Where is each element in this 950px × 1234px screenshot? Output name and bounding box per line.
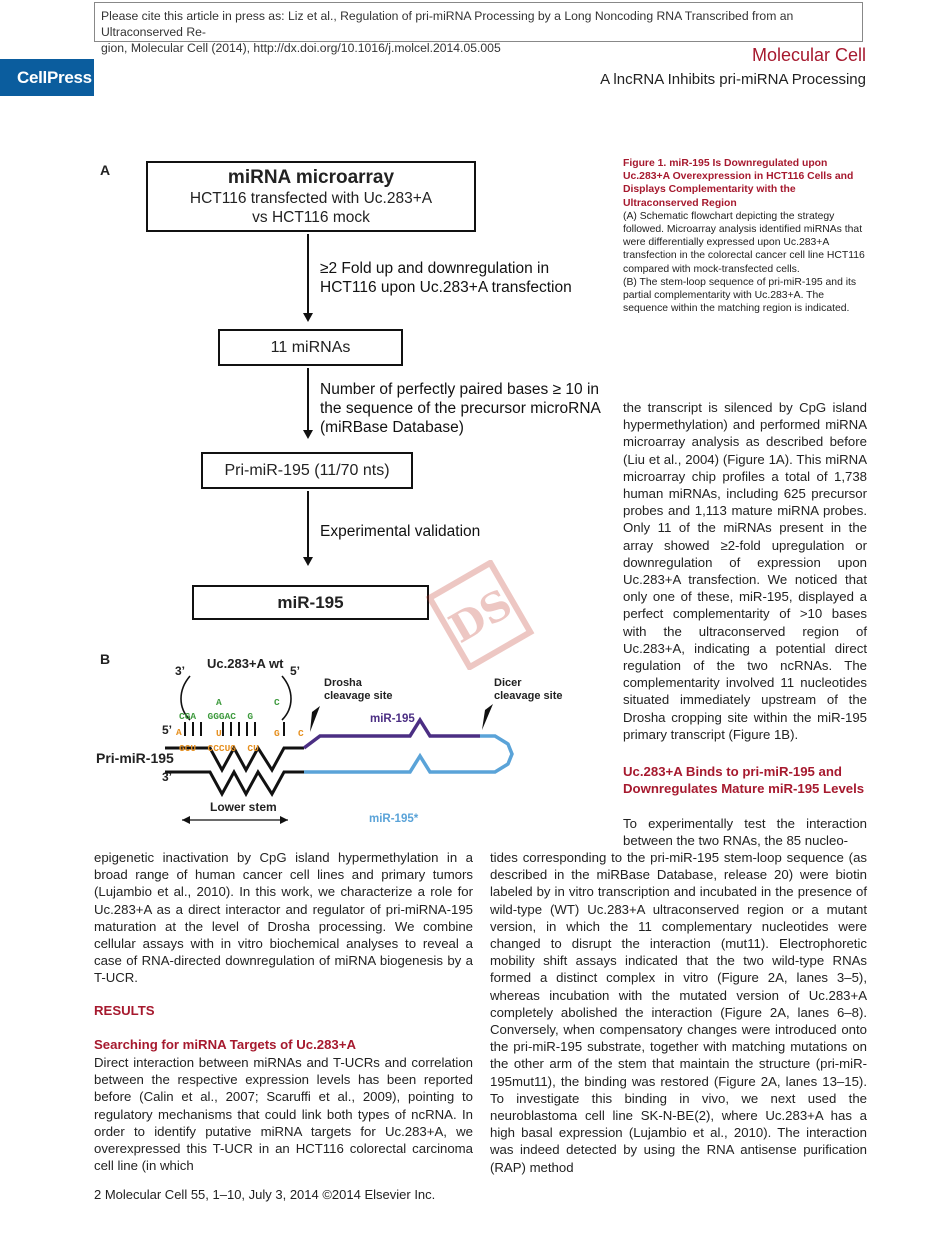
- caption-title: Figure 1. miR-195 Is Downregulated upon …: [623, 158, 854, 209]
- right-column-para-1: the transcript is silenced by CpG island…: [623, 400, 867, 742]
- panel-a-label: A: [100, 162, 111, 178]
- cellpress-logo: CellPress: [0, 59, 94, 96]
- uc-sequence: CGA GGGAC G: [179, 711, 254, 722]
- citation-notice: Please cite this article in press as: Li…: [94, 2, 863, 55]
- step-2-line-1: Number of perfectly paired bases ≥ 10 in: [320, 381, 600, 398]
- right-column-para-2: To experimentally test the interaction b…: [623, 816, 867, 849]
- dicer-line-1: Dicer: [494, 677, 522, 689]
- microarray-title: miRNA microarray: [227, 167, 395, 188]
- panel-b-label: B: [100, 651, 111, 667]
- stem-loop-diagram: [165, 675, 514, 824]
- results-heading: RESULTS: [94, 1003, 155, 1018]
- drosha-label: Drosha cleavage site: [324, 677, 393, 703]
- lower-stem-label: Lower stem: [210, 800, 277, 814]
- left-column-para-1: epigenetic inactivation by CpG island hy…: [94, 850, 473, 986]
- dicer-label: Dicer cleavage site: [494, 677, 563, 703]
- step-2-line-3: (miRBase Database): [320, 419, 464, 436]
- bulge-a: A: [216, 697, 222, 708]
- flow-arrowhead-1: [303, 313, 313, 322]
- step-2-line-2: the sequence of the precursor microRNA: [320, 400, 601, 417]
- pri-mir-195-box: Pri-miR-195 (11/70 nts): [201, 452, 413, 489]
- right-column-para-3: tides corresponding to the pri-miR-195 s…: [490, 850, 867, 1175]
- caption-panel-a: (A) Schematic flowchart depicting the st…: [623, 210, 865, 275]
- drosha-line-1: Drosha: [324, 677, 362, 689]
- watermark-stamp: DS: [425, 560, 535, 670]
- flow-arrow-1: [307, 234, 309, 314]
- flow-arrow-3: [307, 491, 309, 558]
- mir-195-box: miR-195: [192, 585, 429, 620]
- left-column-para-2: Direct interaction between miRNAs and T-…: [94, 1055, 473, 1174]
- caption-panel-b: (B) The stem-loop sequence of pri-miR-19…: [623, 276, 857, 315]
- mir-195-star-label: miR-195*: [369, 813, 419, 825]
- flow-arrowhead-2: [303, 430, 313, 439]
- citation-line-2: gion, Molecular Cell (2014), http://dx.d…: [101, 41, 501, 55]
- step-1-line-1: ≥2 Fold up and downregulation in: [320, 260, 550, 277]
- orange-u: U: [216, 728, 222, 739]
- flow-arrow-2: [307, 368, 309, 431]
- running-title: A lncRNA Inhibits pri-miRNA Processing: [600, 71, 866, 88]
- uc-wt-label: Uc.283+A wt: [207, 656, 284, 671]
- step-1-label: ≥2 Fold up and downregulation in HCT116 …: [320, 259, 572, 297]
- page-footer: 2 Molecular Cell 55, 1–10, July 3, 2014 …: [94, 1187, 436, 1202]
- uc-5prime-label: 5’: [290, 664, 301, 678]
- citation-line-1: Please cite this article in press as: Li…: [101, 9, 794, 39]
- section-heading-binding: Uc.283+A Binds to pri-miR-195 and Downre…: [623, 764, 865, 796]
- flow-arrowhead-3: [303, 557, 313, 566]
- uc-3prime-label: 3’: [175, 664, 186, 678]
- microarray-line-3: vs HCT116 mock: [252, 209, 370, 226]
- eleven-mirnas-box: 11 miRNAs: [218, 329, 403, 366]
- orange-c: C: [298, 728, 304, 739]
- drosha-line-2: cleavage site: [324, 690, 393, 702]
- bulge-c: C: [274, 697, 280, 708]
- step-2-label: Number of perfectly paired bases ≥ 10 in…: [320, 380, 601, 437]
- figure-caption: Figure 1. miR-195 Is Downregulated upon …: [623, 157, 867, 315]
- orange-a: A: [176, 727, 182, 738]
- microarray-box: miRNA microarray HCT116 transfected with…: [146, 161, 476, 232]
- pri-sequence: GCU CCCUG CU: [179, 743, 259, 754]
- step-1-line-2: HCT116 upon Uc.283+A transfection: [320, 279, 572, 296]
- microarray-line-2: HCT116 transfected with Uc.283+A: [189, 190, 433, 207]
- journal-name: Molecular Cell: [751, 45, 866, 65]
- pri-3prime-label: 3’: [162, 770, 173, 784]
- orange-g: G: [274, 728, 280, 739]
- dicer-line-2: cleavage site: [494, 690, 563, 702]
- step-3-label: Experimental validation: [320, 523, 481, 540]
- pri-5prime-label: 5’: [162, 723, 173, 737]
- pri-mir-195-label: Pri-miR-195: [96, 750, 174, 766]
- mir-195-strand-label: miR-195: [370, 713, 415, 725]
- subsection-heading: Searching for miRNA Targets of Uc.283+A: [94, 1037, 356, 1052]
